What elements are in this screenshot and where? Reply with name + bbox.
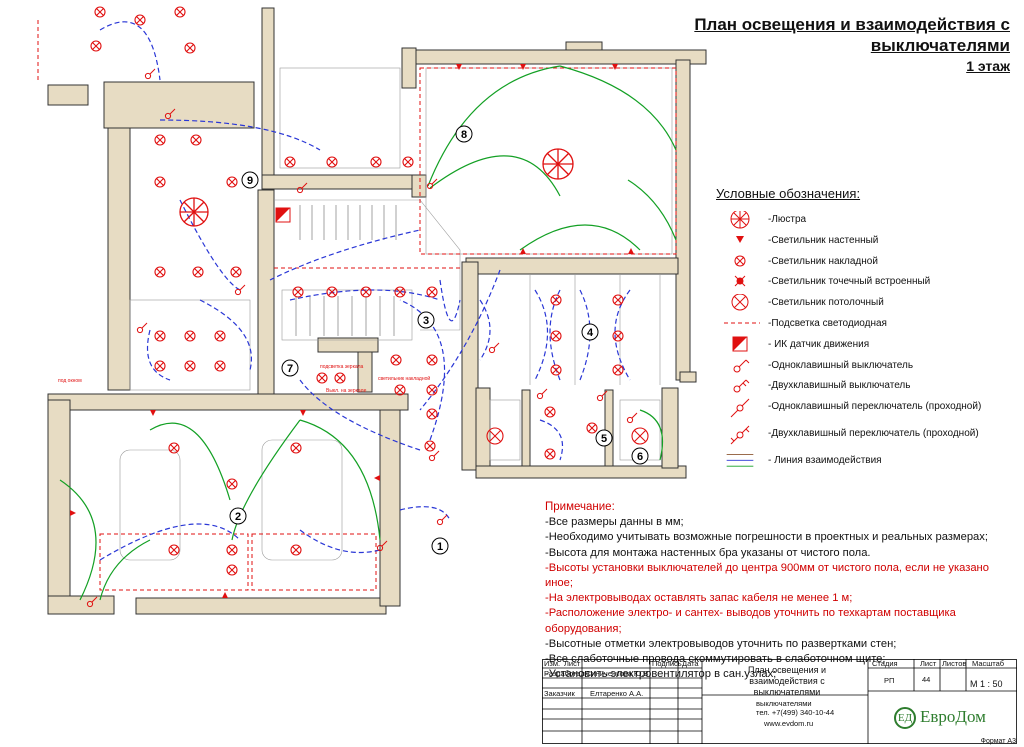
legend-heading: Условные обозначения:	[716, 186, 861, 201]
title-line-1: План освещения и взаимодействия с	[694, 15, 1010, 34]
stamp-listov: Листов	[942, 659, 967, 668]
floor-plan: 1 2 3 4 5 6 7 8 9 подсветка зеркала Выкл…	[37, 6, 707, 615]
title-floor: 1 этаж	[966, 58, 1010, 74]
single-switch-icon	[733, 359, 750, 373]
legend-single-passthrough: -Одноклавишный переключатель (проходной)	[716, 398, 1016, 427]
interaction-line-icon	[726, 454, 754, 467]
title-block-grid	[542, 659, 1017, 744]
stamp-list: Лист	[564, 659, 581, 668]
legend-single-switch: -Одноклавишный выключатель	[716, 359, 1016, 380]
note-line: -Расположение электро- и сантех- выводов…	[545, 607, 956, 635]
room-5: 5	[601, 433, 607, 445]
title-line-2: выключателями	[870, 36, 1010, 55]
recessed-light-icon	[734, 276, 746, 287]
legend-ceiling-light: -Светильник потолочный	[716, 294, 1016, 317]
notes-block: Примечание: -Все размеры данны в мм; -Не…	[545, 500, 1015, 682]
motion-sensor-icon	[732, 336, 748, 352]
stair-treads	[295, 205, 397, 336]
double-passthrough-switch-icon	[730, 425, 750, 445]
annotation-mirror-switch: Выкл. на зеркале	[326, 388, 367, 394]
room-numbers: 1 2 3 4 5 6 7 8 9	[229, 125, 649, 555]
stamp-podpis: Подпись	[652, 659, 682, 668]
surface-light-icon	[734, 255, 746, 267]
stamp-list2: Лист	[920, 659, 937, 668]
stamp-doc-title: План освещения и взаимодействия с выключ…	[747, 665, 827, 697]
legend-led-strip: -Подсветка светодиодная	[716, 317, 1016, 338]
stamp-stadia: Стадия	[872, 659, 898, 668]
legend-wall-light: -Светильник настенный	[716, 234, 1016, 255]
stamp-izm: Изм.	[544, 659, 561, 668]
interaction-lines-green	[59, 65, 677, 601]
legend-chandelier: -Люстра	[716, 211, 1016, 234]
note-line: -Все слаботочные провода скоммутировать …	[545, 653, 886, 666]
legend-double-passthrough: -Двухклавишный переключатель (проходной)	[716, 425, 1016, 454]
annotation-surface-light: светильник накладной	[378, 375, 430, 382]
stamp-razrab: Разработал	[544, 669, 585, 678]
legend-surface-light: -Светильник накладной	[716, 255, 1016, 276]
note-line: -Все размеры данны в мм;	[545, 516, 684, 529]
wall-sconces	[70, 64, 634, 598]
note-line: -На электровыводах оставлять запас кабел…	[545, 592, 853, 605]
note-line: -Установить электровентилятор в сан.узла…	[545, 668, 777, 681]
format-label: Формат А3	[980, 738, 1016, 745]
stamp-list-value: 44	[922, 675, 931, 684]
wall-light-icon	[736, 235, 744, 243]
led-strip-icon	[724, 322, 760, 324]
note-line: -Высоты установки выключателей до центра…	[545, 561, 989, 590]
legend-recessed-light: -Светильник точечный встроенный	[716, 275, 1016, 296]
note-line: -Высота для монтажа настенных бра указан…	[545, 546, 871, 559]
ceiling-light-icon	[731, 294, 749, 311]
ceiling-lights	[486, 427, 649, 445]
room-8: 8	[461, 129, 467, 141]
double-switch-icon	[733, 380, 750, 393]
room-1: 1	[437, 541, 443, 553]
stamp-doc-title-cont: выключателями	[756, 699, 812, 708]
stamp-data: Дата	[682, 659, 699, 668]
title-block: Изм. Лист Подпись Дата Разработал Синиче…	[542, 659, 1017, 744]
walls	[47, 7, 707, 615]
legend-motion-sensor: - ИК датчик движения	[716, 336, 1016, 359]
legend: Условные обозначения: -Люстра -Светильни…	[716, 186, 1016, 475]
room-4: 4	[587, 327, 594, 339]
stamp-site: www.evdom.ru	[764, 719, 814, 728]
annotation-mirror: подсветка зеркала	[320, 364, 364, 370]
room-9: 9	[247, 175, 253, 187]
chandeliers	[179, 148, 574, 227]
note-line: -Высотные отметки электровыводов уточнит…	[545, 637, 897, 650]
stamp-masshtab: Масштаб	[972, 659, 1005, 668]
stamp-stadia-value: РП	[884, 676, 895, 685]
room-6: 6	[637, 451, 643, 463]
logo-mark-icon: ЕД	[894, 707, 916, 730]
stamp-razrab-name: Синиченкова Ю.В.	[586, 669, 651, 678]
stamp-phone: тел. +7(499) 340-10-44	[756, 708, 835, 717]
legend-double-switch: -Двухклавишный выключатель	[716, 379, 1016, 400]
note-line: -Необходимо учитывать возможные погрешно…	[545, 531, 988, 544]
passthrough-switch-icon	[730, 398, 750, 418]
room-2: 2	[235, 511, 241, 523]
stamp-zakaz: Заказчик	[544, 689, 575, 698]
annotation-window: под окном	[58, 378, 82, 384]
stamp-scale-value: М 1 : 50	[970, 679, 1003, 689]
stamp-zakaz-name: Елтаренко А.А.	[590, 689, 644, 698]
room-7: 7	[287, 363, 293, 375]
legend-interaction-line: - Линия взаимодействия	[716, 454, 1016, 475]
drawing-title: План освещения и взаимодействия с выключ…	[694, 14, 1010, 77]
motion-sensor	[275, 207, 291, 223]
chandelier-icon	[730, 211, 750, 229]
plan-annotations: подсветка зеркала Выкл. на зеркале свети…	[58, 364, 430, 394]
room-3: 3	[423, 315, 429, 327]
notes-heading: Примечание:	[545, 501, 615, 513]
